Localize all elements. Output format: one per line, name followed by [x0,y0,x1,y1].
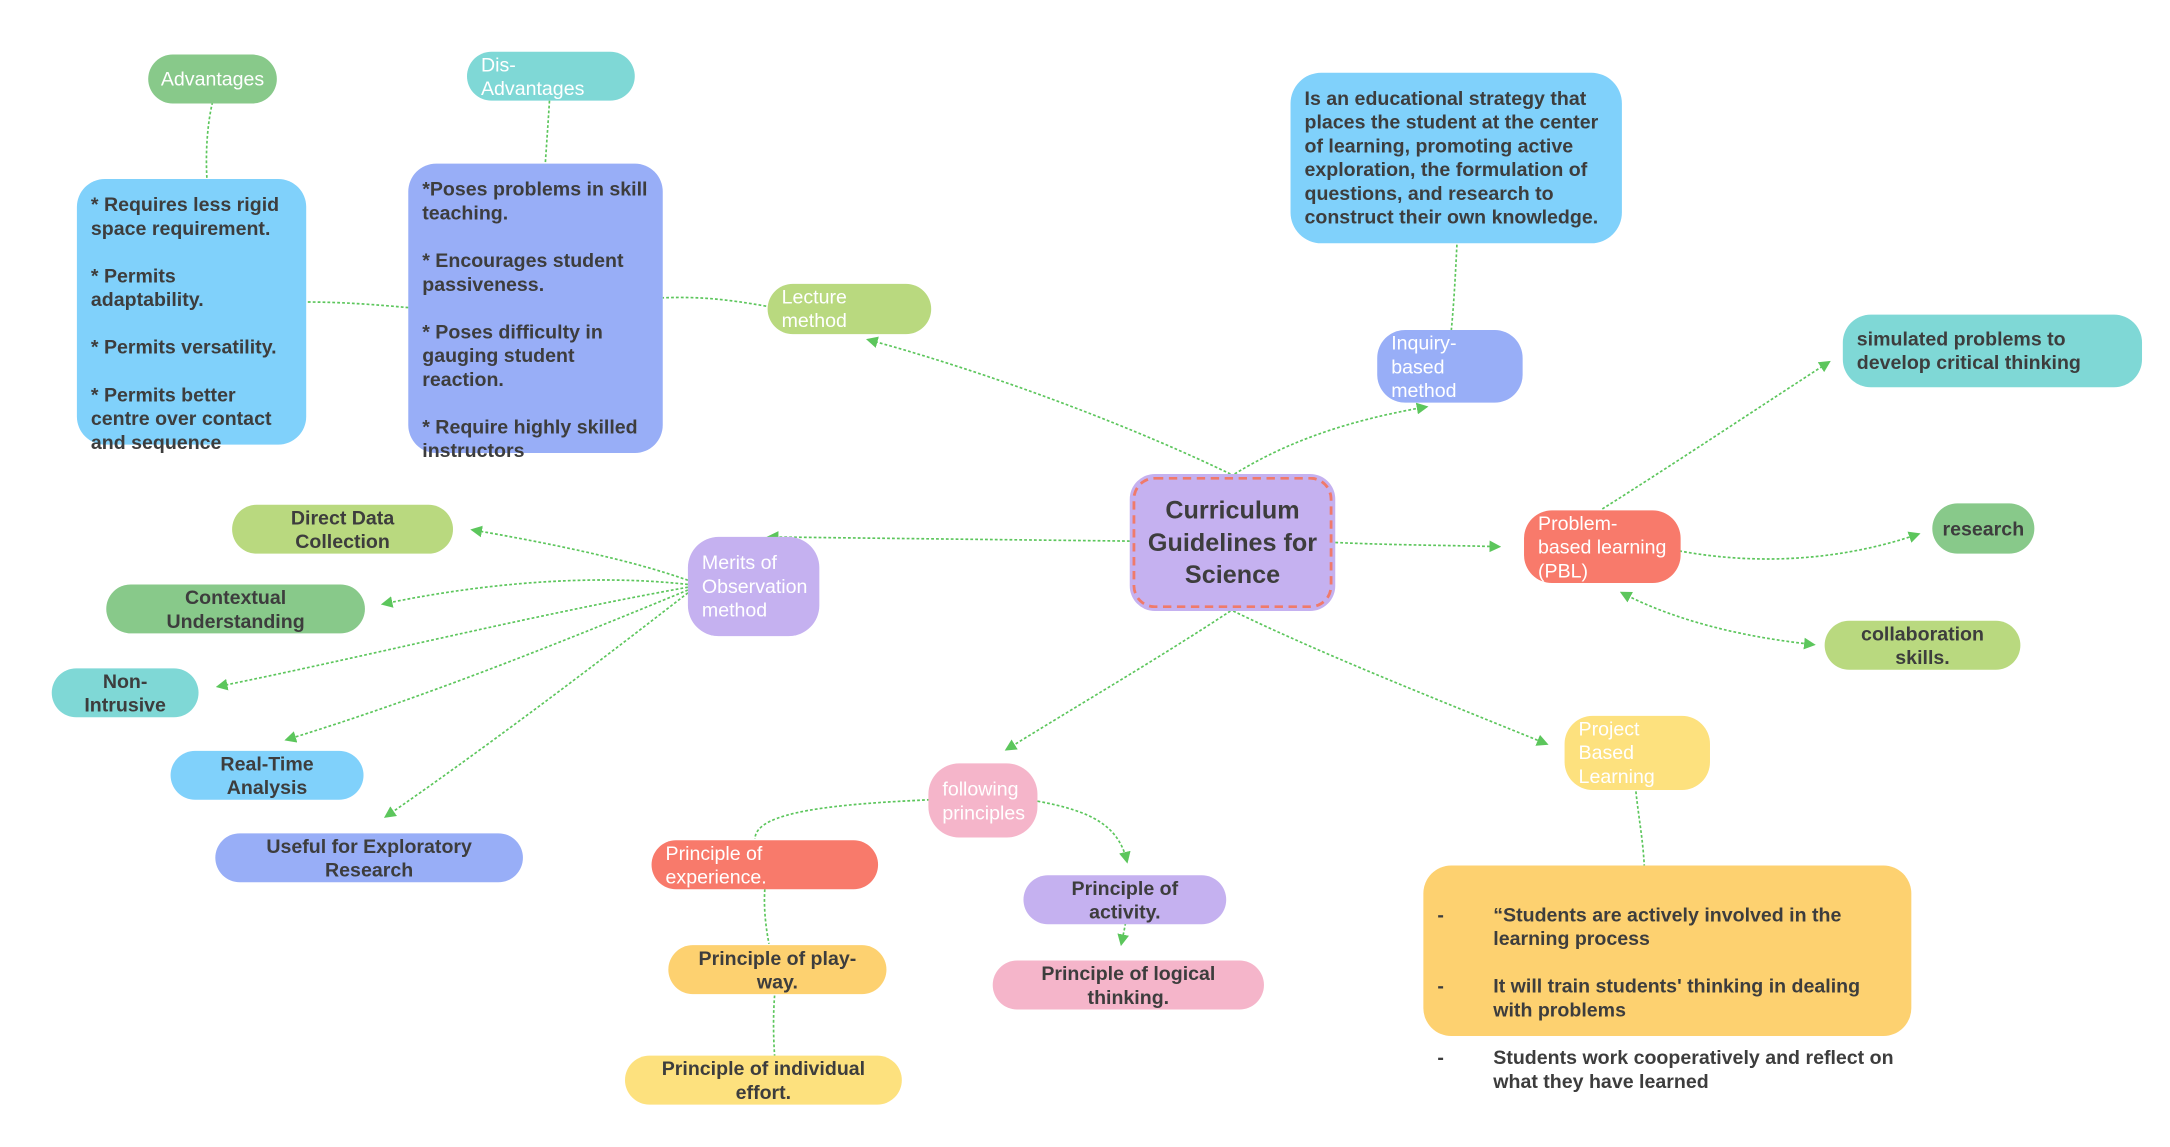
project-point-3-text: Students work cooperatively and reflect … [1493,1045,1894,1092]
principle-activity[interactable]: Principle of activity. [1023,875,1227,925]
principle-play-way[interactable]: Principle of play-way. [668,945,887,995]
project-point-1: - “Students are actively involved in the… [1437,903,1897,951]
project-points-box[interactable]: - “Students are actively involved in the… [1423,865,1912,1092]
edge-center-inquiry [1234,402,1429,475]
project-based-learning-node[interactable]: Project Based Learning [1564,715,1710,790]
edge-activity-logical [1117,922,1129,947]
edge-obs-direct [470,525,689,582]
edge-playway-individual [772,995,776,1056]
obs-item-direct-data-collection[interactable]: Direct Data Collection [232,504,454,554]
edge-center-principles [1004,610,1231,751]
project-point-3: - Students work cooperatively and reflec… [1437,1046,1897,1094]
obs-item-exploratory-research[interactable]: Useful for Exploratory Research [215,833,523,883]
edge-inquiry-description [1450,244,1458,331]
central-topic[interactable]: Curriculum Guidelines for Science [1132,476,1333,609]
edge-center-lecture [866,336,1231,475]
observation-method-node[interactable]: Merits of Observation method [687,536,820,637]
following-principles-node[interactable]: following principles [928,763,1038,838]
principle-individual-effort[interactable]: Principle of individual effort. [624,1055,902,1105]
obs-item-non-intrusive[interactable]: Non-Intrusive [51,668,199,718]
edge-principles-experience [754,798,930,840]
edge-pbl-simulated [1601,360,1831,510]
edge-experience-playway [763,889,770,944]
advantages-label[interactable]: Advantages [148,54,277,104]
disadvantages-label[interactable]: Dis- Advantages [466,51,635,101]
edge-pbl-collaboration [1619,591,1816,650]
edge-pbl-research [1679,531,1921,560]
obs-item-real-time-analysis[interactable]: Real-Time Analysis [170,750,364,800]
edge-obs-contextual [380,579,689,608]
inquiry-based-method-node[interactable]: Inquiry-based method [1377,329,1523,403]
pbl-item-simulated-problems[interactable]: simulated problems to develop critical t… [1842,314,2143,388]
principle-logical-thinking[interactable]: Principle of logical thinking. [992,960,1264,1010]
project-point-3-marker: - [1437,1045,1444,1069]
advantages-box[interactable]: * Requires less rigid space requirement.… [76,178,307,453]
project-point-2: - It will train students' thinking in de… [1437,975,1897,1023]
edge-advantages-label [205,101,214,180]
edge-center-pbl [1335,540,1502,553]
edge-center-project [1232,610,1549,746]
problem-based-learning-node[interactable]: Problem-based learning (PBL) [1524,510,1681,584]
edge-center-observation [766,531,1130,543]
obs-item-contextual-understanding[interactable]: Contextual Understanding [106,584,365,634]
project-point-1-text: “Students are actively involved in the l… [1493,903,1842,950]
edge-project-points [1635,791,1646,866]
edge-lecture-disadvantages-box [662,296,767,308]
edge-disadvantages-label [544,100,551,164]
inquiry-description-box[interactable]: Is an educational strategy that places t… [1290,72,1622,244]
disadvantages-box[interactable]: *Poses problems in skill teaching. * Enc… [408,163,663,461]
edge-principles-activity [1037,800,1131,864]
edge-obs-nonintrusive [215,586,689,691]
project-point-2-marker: - [1437,974,1444,997]
pbl-item-collaboration[interactable]: collaboration skills. [1824,620,2021,670]
project-point-1-marker: - [1437,903,1444,926]
edge-obs-useful [383,592,689,818]
project-point-2-text: It will train students' thinking in deal… [1493,974,1861,1021]
lecture-method-node[interactable]: Lecture method [767,283,932,335]
edge-disadvantages-box-advantages-box [306,301,409,309]
principle-experience[interactable]: Principle of experience. [651,840,879,890]
pbl-item-research[interactable]: research [1932,503,2035,554]
